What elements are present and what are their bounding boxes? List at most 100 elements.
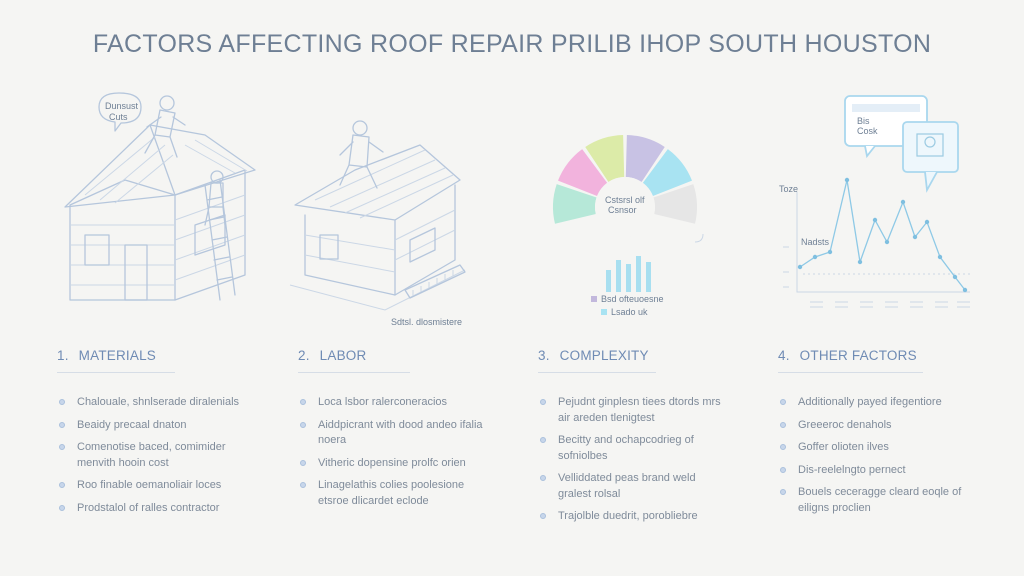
donut-center-line2: Csnsor	[608, 205, 637, 215]
list-item: Beaidy precaal dnaton	[57, 418, 257, 434]
list-item: Prodstalol of ralles contractor	[57, 501, 257, 517]
bullet-icon	[59, 504, 65, 511]
mini-bar	[616, 260, 621, 292]
donut-segment	[553, 184, 597, 224]
bullet-icon	[300, 459, 306, 466]
list-item: Dis-reelelngto pernect	[778, 463, 978, 479]
column-heading: 1. MATERIALS	[57, 348, 175, 373]
legend-label-1: Bsd ofteuoesne	[601, 294, 664, 304]
bubble-text-1: Dunsust	[105, 101, 139, 111]
house-illustration-2: Sdtsl. dlosmistere	[285, 110, 485, 335]
series-point	[962, 287, 968, 293]
bullet-icon	[59, 399, 65, 405]
list-item: Chalouale, shnlserade diralenials	[57, 395, 257, 411]
column-heading: 4. OTHER FACTORS	[778, 348, 923, 373]
column-title: LABOR	[319, 348, 367, 363]
column-labor: 2. LABOR Loca lsbor ralerconeracios Aiddp…	[298, 348, 498, 516]
list-item: Becitty and ochapcodrieg of sofniolbes	[538, 433, 718, 464]
series-point	[924, 219, 930, 225]
donut-center-line1: Cstsrsl olf	[605, 195, 645, 205]
list-item: Roo finable oemanoliair loces	[57, 478, 257, 494]
column-title: COMPLEXITY	[559, 348, 649, 363]
bullet-icon	[780, 489, 786, 495]
column-title: MATERIALS	[78, 348, 156, 363]
bullet-icon	[780, 444, 786, 450]
page-title: FACTORS AFFECTING ROOF REPAIR PRILIB IHO…	[92, 30, 932, 58]
mini-bar	[606, 270, 611, 292]
donut-segment	[642, 149, 692, 197]
bullet-icon	[780, 421, 786, 428]
line-ylabel-top: Toze	[779, 184, 798, 194]
donut-chart: Cstsrsl olf Csnsor Bsd ofteuoesne Lsado …	[545, 132, 725, 322]
list-item: Bouels ceceragge cleard eoqle of eiligns…	[778, 485, 968, 516]
donut-segments	[553, 135, 697, 224]
bullet-icon	[780, 466, 786, 473]
donut-segment	[558, 149, 608, 197]
bullet-icon	[59, 421, 65, 428]
series-point	[884, 239, 890, 245]
bullet-list: Loca lsbor ralerconeracios Aiddpicrant w…	[298, 395, 498, 509]
mini-bar	[626, 264, 631, 292]
series-point	[797, 264, 803, 270]
bullet-list: Chalouale, shnlserade diralenials Beaidy…	[57, 395, 257, 516]
column-title: OTHER FACTORS	[799, 348, 917, 363]
bullet-icon	[59, 444, 65, 450]
series-point	[857, 259, 863, 265]
list-item: Greeeroc denahols	[778, 418, 978, 434]
mini-bar	[646, 262, 651, 292]
donut-segment	[653, 184, 697, 224]
series-point	[872, 217, 878, 223]
bullet-icon	[300, 482, 306, 488]
bullet-icon	[300, 399, 306, 405]
donut-segment	[585, 135, 625, 182]
bubble-text-2: Cuts	[109, 112, 128, 122]
list-item: Vitheric dopensine prolfc orien	[298, 456, 498, 472]
list-item: Aiddpicrant with dood andeo ifalia noera	[298, 418, 483, 449]
column-number: 3.	[538, 348, 550, 363]
legend-swatch-1	[591, 296, 597, 302]
column-heading: 2. LABOR	[298, 348, 410, 373]
mini-bar	[636, 256, 641, 292]
list-item: Trajolble duedrit, porobliebre	[538, 509, 738, 525]
column-materials: 1. MATERIALS Chalouale, shnlserade dirale…	[57, 348, 257, 523]
list-item: Comenotise baced, comimider menvith hooi…	[57, 440, 247, 471]
column-other-factors: 4. OTHER FACTORS Additionally payed ifege…	[778, 348, 978, 523]
bullet-icon	[540, 399, 546, 405]
bubble-label-2: Cosk	[857, 126, 878, 136]
column-number: 1.	[57, 348, 69, 363]
house-illustration-1: Dunsust Cuts	[55, 85, 270, 325]
series-point	[937, 254, 943, 260]
series-point	[900, 199, 906, 205]
legend-label-2: Lsado uk	[611, 307, 648, 317]
column-number: 4.	[778, 348, 790, 363]
series-point	[844, 177, 850, 183]
bullet-list: Additionally payed ifegentiore Greeeroc …	[778, 395, 978, 516]
list-item: Goffer olioten ilves	[778, 440, 978, 456]
bullet-icon	[780, 399, 786, 405]
list-item: Pejudnt ginplesn tiees dtords mrs air ar…	[538, 395, 728, 426]
legend-swatch-2	[601, 309, 607, 315]
line-series	[797, 177, 968, 293]
bullet-icon	[540, 437, 546, 443]
series-point	[912, 234, 918, 240]
list-item: Additionally payed ifegentiore	[778, 395, 978, 411]
bullet-icon	[540, 475, 546, 481]
bullet-icon	[300, 421, 306, 428]
line-ylabel-mid: Nadsts	[801, 237, 830, 247]
bullet-list: Pejudnt ginplesn tiees dtords mrs air ar…	[538, 395, 738, 525]
column-heading: 3. COMPLEXITY	[538, 348, 656, 373]
bullet-icon	[540, 513, 546, 519]
list-item: Loca lsbor ralerconeracios	[298, 395, 498, 411]
bullet-icon	[59, 482, 65, 488]
series-point	[827, 249, 833, 255]
series-point	[812, 254, 818, 260]
list-item: Velliddated peas brand weld gralest rols…	[538, 471, 718, 502]
bubble-label-1: Bis	[857, 116, 870, 126]
donut-segment	[625, 135, 665, 182]
column-complexity: 3. COMPLEXITY Pejudnt ginplesn tiees dtor…	[538, 348, 738, 532]
list-item: Linagelathis colies poolesione etsroe dl…	[298, 478, 488, 509]
line-chart: Bis Cosk Toze Nadsts	[775, 92, 975, 317]
series-point	[952, 274, 958, 280]
column-number: 2.	[298, 348, 310, 363]
house2-caption: Sdtsl. dlosmistere	[391, 317, 462, 327]
